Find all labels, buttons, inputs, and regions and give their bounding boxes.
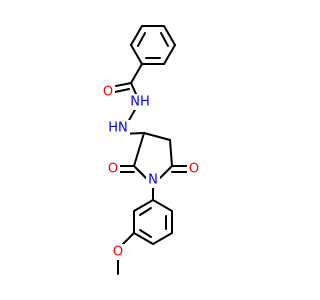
bond-aryl-to-methoxy-o — [120, 232, 135, 247]
atom-label-ring-nitrogen: N — [146, 172, 160, 188]
atom-label-hn-lower: HN — [106, 120, 130, 136]
benzene-ring-top — [130, 25, 176, 65]
atom-label-methoxy-oxygen: O — [111, 244, 125, 260]
ring-nitrogen-label: N — [148, 173, 158, 188]
atom-label-ring-oxygen-right: O — [187, 161, 201, 177]
methoxy-oxygen-label: O — [113, 245, 123, 260]
atom-label-amide-oxygen: O — [101, 84, 115, 100]
amide-oxygen-label: O — [103, 85, 113, 100]
bond-ring-to-carbonyl — [130, 63, 143, 84]
bond-carbonyl-c-o-1 — [115, 82, 132, 87]
bond-carbonyl-c-o-2 — [114, 88, 130, 93]
succinimide-ring — [133, 132, 173, 179]
hydrazide-hn-lower-label: HN — [108, 121, 128, 136]
atom-label-nh-upper: NH — [128, 94, 152, 110]
atom-label-ring-oxygen-left: O — [106, 161, 120, 177]
methoxyphenyl-ring — [133, 199, 173, 245]
structure-diagram: O NH HN O O N O — [101, 25, 201, 275]
hydrazide-nh-upper-label: NH — [130, 95, 150, 110]
bond-nh-nh — [127, 107, 137, 123]
bond-carbonyl-to-nh — [130, 82, 137, 95]
ring-oxygen-right-label: O — [189, 162, 199, 177]
ring-oxygen-left-label: O — [108, 162, 118, 177]
